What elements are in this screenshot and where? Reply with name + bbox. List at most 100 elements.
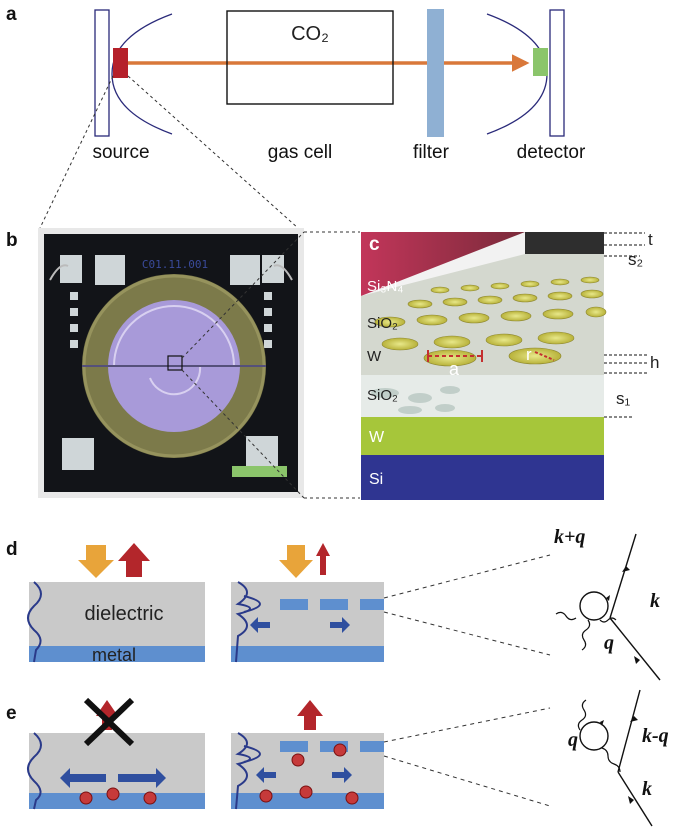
bond-pad-br (246, 436, 278, 468)
feynman-diagram-e (577, 689, 653, 827)
layer-w-top-label: W (367, 348, 382, 365)
outgoing-arrow-e (297, 700, 323, 730)
zoom-line-left (39, 75, 114, 229)
outgoing-arrow-d2 (316, 543, 330, 575)
metal-slab-left (29, 646, 205, 662)
source-mirror (94, 9, 110, 137)
bond-wire-left (49, 264, 69, 281)
metal-slab-mid (231, 646, 384, 662)
layer-si3n4-label: Si₃N₄ (367, 278, 403, 295)
panel-b-label: b (6, 230, 18, 251)
scatterers-left-e (79, 787, 157, 805)
source-reflector (111, 13, 173, 135)
radius-r-line (534, 351, 555, 361)
dim-s1-label: s₁ (616, 389, 631, 408)
detector-mirror (549, 9, 565, 137)
blocked-arrow-e (96, 700, 118, 730)
detector-label: detector (517, 142, 586, 163)
panel-e: e (6, 689, 669, 827)
right-small-arrow-e (332, 767, 352, 783)
panel-a-label: a (6, 4, 17, 25)
lattice-a-label: a (449, 359, 460, 379)
w-bottom-layer (361, 417, 604, 455)
filter-plate (427, 9, 444, 137)
right-blue-arrow-e (118, 768, 166, 788)
wave-left-e (27, 732, 42, 810)
dim-s2-label: s₂ (628, 250, 643, 269)
grating-bars-d (280, 599, 384, 610)
dielectric-slab-left (29, 582, 205, 646)
feynman-e-q: q (568, 729, 578, 751)
bond-wire-right (273, 264, 293, 281)
outgoing-arrow-d1 (118, 543, 150, 577)
panel-c: a r c Si₃N₄ SiO₂ W SiO₂ W Si t s₂ h (361, 230, 659, 500)
zoom-line-e-bottom (383, 755, 551, 807)
gas-cell-label: CO₂ (291, 23, 329, 45)
side-pads (70, 292, 272, 348)
bond-pad-tl2 (60, 255, 82, 283)
detector-assembly (486, 9, 565, 137)
feynman-e-k: k (642, 778, 652, 800)
dim-t-label: t (648, 230, 653, 249)
incoming-arrow-d2 (279, 545, 313, 578)
zoom-line-e-top (383, 707, 551, 743)
feynman-d-k-plus-q: k+q (554, 526, 585, 548)
gas-cell-caption: gas cell (268, 142, 332, 163)
metal-slab-left-e (29, 793, 205, 809)
si-substrate (361, 455, 604, 500)
trace-top (113, 305, 235, 367)
detector-element (533, 48, 548, 76)
bond-pad-bl (62, 438, 94, 470)
zoom-line-d-top (383, 554, 551, 599)
bond-pad-tr (230, 255, 260, 285)
dielectric-label: dielectric (85, 603, 164, 625)
panel-e-label: e (6, 703, 17, 724)
cross-mark-b (83, 697, 135, 747)
si3n4-layer (361, 232, 525, 296)
chip-marking: C01.11.001 (142, 258, 208, 271)
zoom-square (167, 355, 183, 371)
dimension-lines (604, 232, 648, 418)
gas-cell-box (226, 10, 394, 105)
zoom-line-right (127, 75, 299, 229)
dim-h-label: h (650, 353, 659, 372)
panel-d-label: d (6, 539, 18, 560)
disc-array (374, 276, 607, 367)
bond-pad-tl (95, 255, 125, 285)
feynman-e-k-minus-q: k-q (642, 725, 669, 747)
bond-pad-tr2 (262, 255, 284, 283)
source-label: source (92, 142, 149, 163)
layer-sio2-top-label: SiO₂ (367, 315, 398, 332)
incoming-arrow-d1 (78, 545, 114, 578)
metal-label: metal (92, 645, 136, 665)
left-blue-arrow-e (60, 768, 106, 788)
loop-circle-e (579, 721, 609, 751)
loop-circle-d (579, 591, 609, 621)
dielectric-slab-left-e (29, 733, 205, 793)
scale-bar (232, 466, 287, 477)
source-emitter (113, 48, 128, 78)
dielectric-slab-mid (231, 582, 384, 646)
wave-mid-d (235, 581, 251, 663)
right-blue-arrow-d (330, 617, 350, 633)
filter-label: filter (413, 142, 450, 163)
grating-bars-e (280, 741, 384, 752)
scatterers-mid-e (259, 743, 359, 805)
panel-d: d dielectric metal (6, 526, 661, 681)
layer-w-bottom-label: W (369, 429, 385, 446)
zoom-line-d-bottom (383, 611, 551, 656)
trace-bottom (149, 365, 202, 396)
panel-c-label: c (369, 234, 380, 255)
radius-r-label: r (526, 345, 532, 364)
feynman-d-q: q (604, 632, 614, 654)
layer-sio2-bottom-label: SiO₂ (367, 387, 398, 404)
wave-left-d (27, 581, 42, 663)
left-small-arrow-e (256, 767, 276, 783)
source-assembly (94, 9, 173, 137)
zoom-line-bc-top (181, 231, 305, 359)
layer-si-label: Si (369, 471, 383, 488)
feynman-diagram-d (555, 533, 661, 681)
panel-b: b C01.11.001 (6, 228, 360, 499)
left-blue-arrow-d (250, 617, 270, 633)
